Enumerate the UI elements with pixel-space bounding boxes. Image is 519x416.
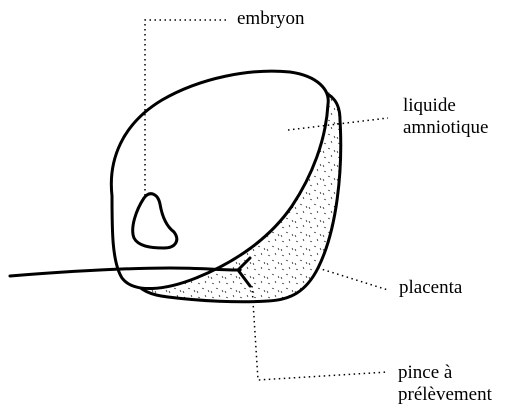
label-embryon: embryon [237,8,305,30]
label-placenta: placenta [399,277,462,299]
leader-line-placenta [318,268,388,290]
label-pince-prelevement: pince à prélèvement [398,362,492,406]
label-embryon-text: embryon [237,8,305,30]
label-pince-line1: pince à [398,362,492,384]
label-liquide-line1: liquide [403,95,488,117]
label-liquide-line2: amniotique [403,117,488,139]
label-pince-line2: prélèvement [398,384,492,406]
label-liquide-amniotique: liquide amniotique [403,95,488,139]
label-placenta-text: placenta [399,277,462,299]
